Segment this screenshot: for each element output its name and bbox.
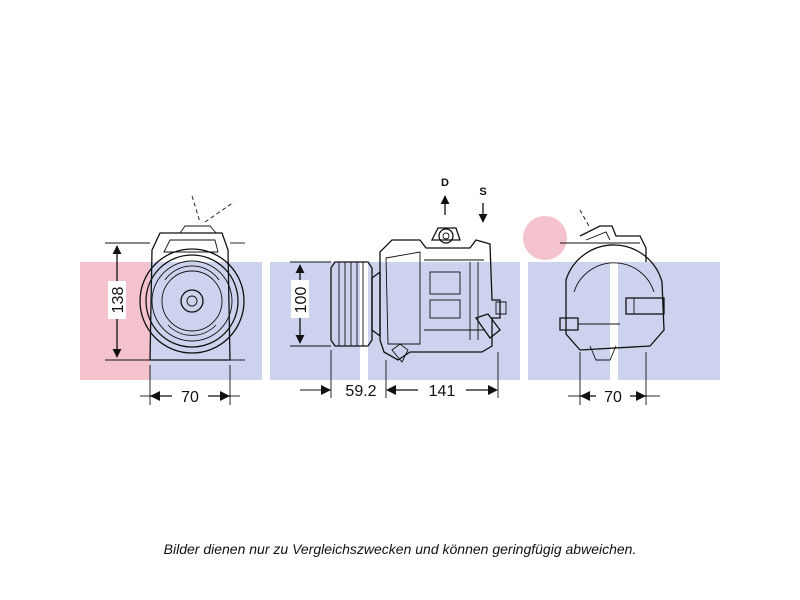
watermark-blue-band — [150, 262, 720, 380]
rear-width-arrow-right — [636, 391, 646, 401]
pulley-width-label: 59.2 — [345, 383, 376, 400]
discharge-label: D — [441, 177, 449, 189]
suction-label: S — [479, 186, 486, 198]
watermark-white-gap-3 — [520, 262, 528, 380]
rear-width-arrow-left — [580, 391, 590, 401]
disclaimer-text: Bilder dienen nur zu Vergleichszwecken u… — [163, 541, 637, 557]
watermark-white-gap-1 — [262, 262, 270, 380]
front-height-label: 138 — [110, 287, 127, 314]
watermark-red-band — [80, 262, 150, 380]
front-height-label-bg — [108, 281, 126, 319]
rear-view — [559, 209, 665, 405]
pulley-height-label: 100 — [293, 287, 310, 314]
front-view — [105, 195, 245, 405]
front-width-arrow-right — [220, 391, 230, 401]
body-length-arrow-right — [488, 385, 498, 395]
rear-width-label: 70 — [604, 389, 622, 406]
front-width-label: 70 — [181, 389, 199, 406]
pulley-width-arrow-left — [321, 385, 331, 395]
pulley-height-label-bg — [291, 280, 309, 318]
pulley-width-arrow-right — [386, 385, 396, 395]
watermark-red-dot — [523, 216, 567, 260]
front-width-arrow-left — [150, 391, 160, 401]
watermark-white-gap-2 — [360, 262, 368, 380]
body-length-label: 141 — [429, 383, 456, 400]
side-view — [330, 227, 507, 363]
watermark-white-gap-4 — [610, 262, 618, 380]
